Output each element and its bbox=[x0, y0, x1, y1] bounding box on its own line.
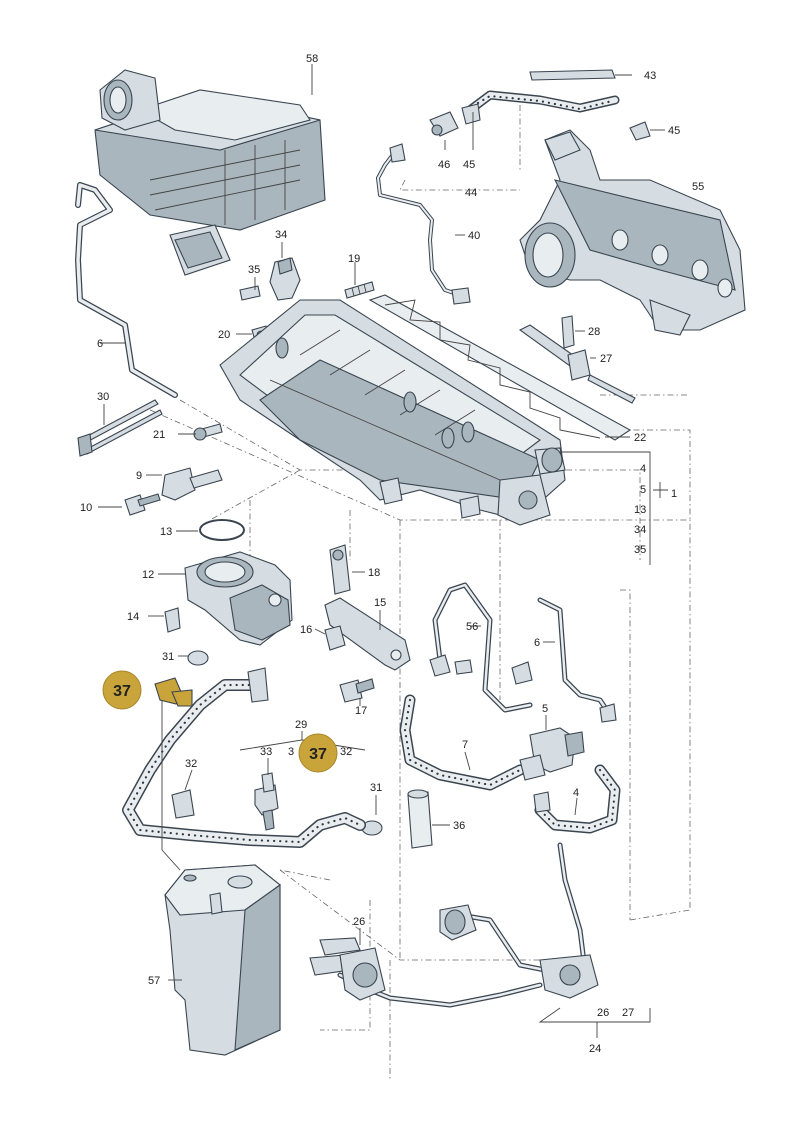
callout-17: 17 bbox=[355, 705, 367, 717]
air-filter-housing bbox=[94, 69, 326, 276]
badge-a-text: 37 bbox=[113, 683, 131, 700]
protective-sleeve bbox=[407, 789, 433, 849]
pressure-sensor bbox=[239, 257, 301, 301]
callout-6-left: 6 bbox=[97, 338, 103, 350]
throttle-body bbox=[164, 551, 293, 646]
badge-b-text: 37 bbox=[309, 746, 327, 763]
callout-32-left: 32 bbox=[185, 758, 197, 770]
intake-temp-sensor bbox=[124, 467, 223, 516]
callout-5-list: 5 bbox=[640, 484, 646, 496]
callout-30: 30 bbox=[97, 391, 109, 403]
callout-14: 14 bbox=[127, 611, 139, 623]
callout-31-upper: 31 bbox=[162, 651, 174, 663]
callout-34-list: 34 bbox=[634, 524, 646, 536]
manifold-gasket bbox=[368, 294, 632, 441]
callout-36: 36 bbox=[453, 820, 465, 832]
cable-tie bbox=[77, 399, 163, 457]
callout-34-sensor: 34 bbox=[275, 229, 287, 241]
callout-10: 10 bbox=[80, 502, 92, 514]
purge-valve-hose-group bbox=[399, 582, 621, 834]
highlight-badge-b: 37 bbox=[298, 733, 338, 773]
vent-line-left bbox=[75, 182, 178, 398]
callout-44: 44 bbox=[465, 187, 477, 199]
callout-46: 46 bbox=[438, 159, 450, 171]
o-ring-13 bbox=[199, 519, 245, 541]
callout-27-lower: 27 bbox=[622, 1007, 634, 1019]
assembly-dash-lines bbox=[149, 105, 691, 1080]
callout-21: 21 bbox=[153, 429, 165, 441]
hose-clamps bbox=[187, 650, 383, 836]
turbocharger-manifold bbox=[519, 129, 746, 336]
callout-31-lower: 31 bbox=[370, 782, 382, 794]
intake-manifold bbox=[219, 299, 566, 526]
callout-1: 1 bbox=[671, 488, 677, 500]
callout-5-valve: 5 bbox=[542, 703, 548, 715]
callout-3-partial: 3 bbox=[288, 746, 294, 758]
callout-16: 16 bbox=[300, 624, 312, 636]
callout-29: 29 bbox=[295, 719, 307, 731]
hose-clips bbox=[171, 772, 279, 831]
callout-45-upper: 45 bbox=[463, 159, 475, 171]
callout-55: 55 bbox=[692, 181, 704, 193]
callout-58: 58 bbox=[306, 53, 318, 65]
callout-43: 43 bbox=[644, 70, 656, 82]
leader-lines bbox=[98, 64, 668, 1038]
callout-26-left: 26 bbox=[353, 916, 365, 928]
callout-13-list: 13 bbox=[634, 504, 646, 516]
highlight-badge-a: 37 bbox=[102, 670, 142, 710]
callout-9: 9 bbox=[136, 470, 142, 482]
highlighted-clip-37 bbox=[154, 677, 193, 707]
callout-35-sensor: 35 bbox=[248, 264, 260, 276]
callout-24: 24 bbox=[589, 1043, 601, 1055]
callout-26-right: 26 bbox=[597, 1007, 609, 1019]
callout-15: 15 bbox=[374, 597, 386, 609]
callout-28: 28 bbox=[588, 326, 600, 338]
callout-13-ring: 13 bbox=[160, 526, 172, 538]
callout-7: 7 bbox=[462, 739, 468, 751]
evap-hose-main bbox=[122, 667, 366, 848]
callout-12: 12 bbox=[142, 569, 154, 581]
callout-40: 40 bbox=[468, 230, 480, 242]
lower-vent-hose-group bbox=[309, 842, 599, 1008]
callout-4-list: 4 bbox=[640, 463, 646, 475]
callout-20: 20 bbox=[218, 329, 230, 341]
callout-19: 19 bbox=[348, 253, 360, 265]
callout-labels: 58 43 45 46 45 44 55 40 34 35 19 6 20 28… bbox=[80, 53, 704, 1055]
callout-18: 18 bbox=[368, 567, 380, 579]
callout-32-mid: 32 bbox=[340, 746, 352, 758]
callout-6-right: 6 bbox=[534, 637, 540, 649]
callout-35-list: 35 bbox=[634, 544, 646, 556]
charcoal-canister bbox=[164, 864, 281, 1056]
callout-45-right: 45 bbox=[668, 125, 680, 137]
callout-22: 22 bbox=[634, 432, 646, 444]
bolt-21 bbox=[193, 423, 223, 441]
callout-4-hose: 4 bbox=[573, 787, 579, 799]
support-bracket-group bbox=[324, 544, 411, 703]
callout-56: 56 bbox=[466, 621, 478, 633]
callout-57: 57 bbox=[148, 975, 160, 987]
callout-33: 33 bbox=[260, 746, 272, 758]
callout-27-upper: 27 bbox=[600, 353, 612, 365]
breather-hose-group bbox=[376, 69, 651, 305]
